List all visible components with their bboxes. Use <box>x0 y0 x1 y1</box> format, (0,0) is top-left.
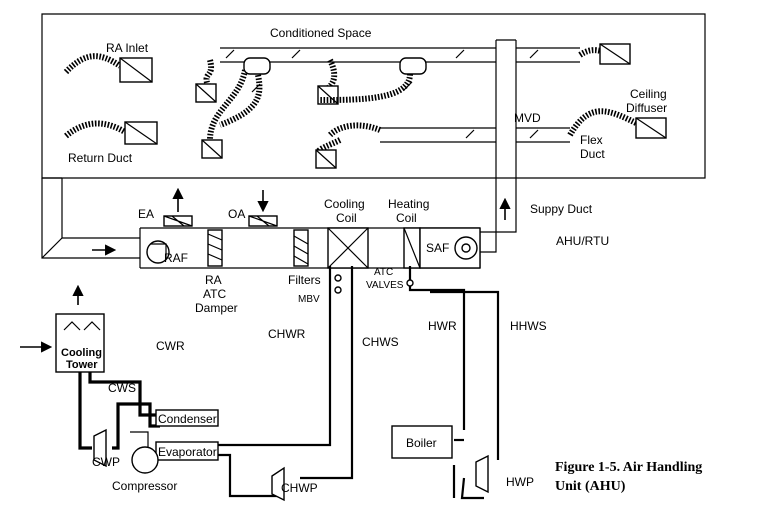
chws-label: CHWS <box>362 335 399 349</box>
atc-valves-label-2: VALVES <box>366 280 404 291</box>
flex-label: Flex <box>580 133 603 147</box>
cws-label: CWS <box>108 381 136 395</box>
caption-line-2: Unit (AHU) <box>555 479 626 494</box>
supply-branches <box>195 43 667 169</box>
mbv-label: MBV <box>298 294 320 305</box>
boiler <box>391 425 453 459</box>
heating-coil-label: Coil <box>396 211 417 225</box>
chiller <box>130 409 219 474</box>
diffuser-label: Diffuser <box>626 101 667 115</box>
evaporator-label: Evaporator <box>158 445 217 459</box>
hwp-label: HWP <box>506 475 534 489</box>
main-duct <box>41 39 580 269</box>
raf-label: RAF <box>164 251 188 265</box>
conditioned-space-outline <box>41 13 706 179</box>
cwp-label: CWP <box>92 455 120 469</box>
pumps <box>93 428 489 502</box>
damper-label: Damper <box>195 301 238 315</box>
labels: Conditioned Space RA Inlet Return Duct M… <box>61 26 702 495</box>
caption-line-1: Figure 1-5. Air Handling <box>555 460 702 475</box>
suppy-duct-label: Suppy Duct <box>530 202 593 216</box>
ahu-rtu-label: AHU/RTU <box>556 234 609 248</box>
ceiling-label: Ceiling <box>630 87 667 101</box>
conditioned-space-label: Conditioned Space <box>270 26 372 40</box>
return-ducts <box>63 53 158 145</box>
piping <box>78 266 500 500</box>
oa-label: OA <box>228 207 245 221</box>
chwr-label: CHWR <box>268 327 306 341</box>
hwr-label: HWR <box>428 319 457 333</box>
cwr-label: CWR <box>156 339 185 353</box>
condenser-label: Condenser <box>158 412 217 426</box>
duct-label: Duct <box>580 147 605 161</box>
ahu-components <box>146 227 481 269</box>
atc-label: ATC <box>203 287 226 301</box>
cooling-coil-label: Coil <box>336 211 357 225</box>
ea-label: EA <box>138 207 154 221</box>
ra-label: RA <box>205 273 222 287</box>
saf-label: SAF <box>426 241 449 255</box>
cooling-tower <box>20 284 105 373</box>
mvd-label: MVD <box>514 111 541 125</box>
chwp-label: CHWP <box>281 481 318 495</box>
cooling-tower-label-2: Tower <box>66 359 98 371</box>
atc-valves-label-1: ATC <box>374 267 393 278</box>
hhws-label: HHWS <box>510 319 547 333</box>
cooling-tower-label-1: Cooling <box>61 347 102 359</box>
ra-inlet-label: RA Inlet <box>106 41 149 55</box>
filters-label: Filters <box>288 273 321 287</box>
ea-oa <box>92 187 511 256</box>
boiler-label: Boiler <box>406 436 437 450</box>
cooling-label: Cooling <box>324 197 365 211</box>
return-duct-label: Return Duct <box>68 151 133 165</box>
compressor-label: Compressor <box>112 479 177 493</box>
heating-label: Heating <box>388 197 429 211</box>
